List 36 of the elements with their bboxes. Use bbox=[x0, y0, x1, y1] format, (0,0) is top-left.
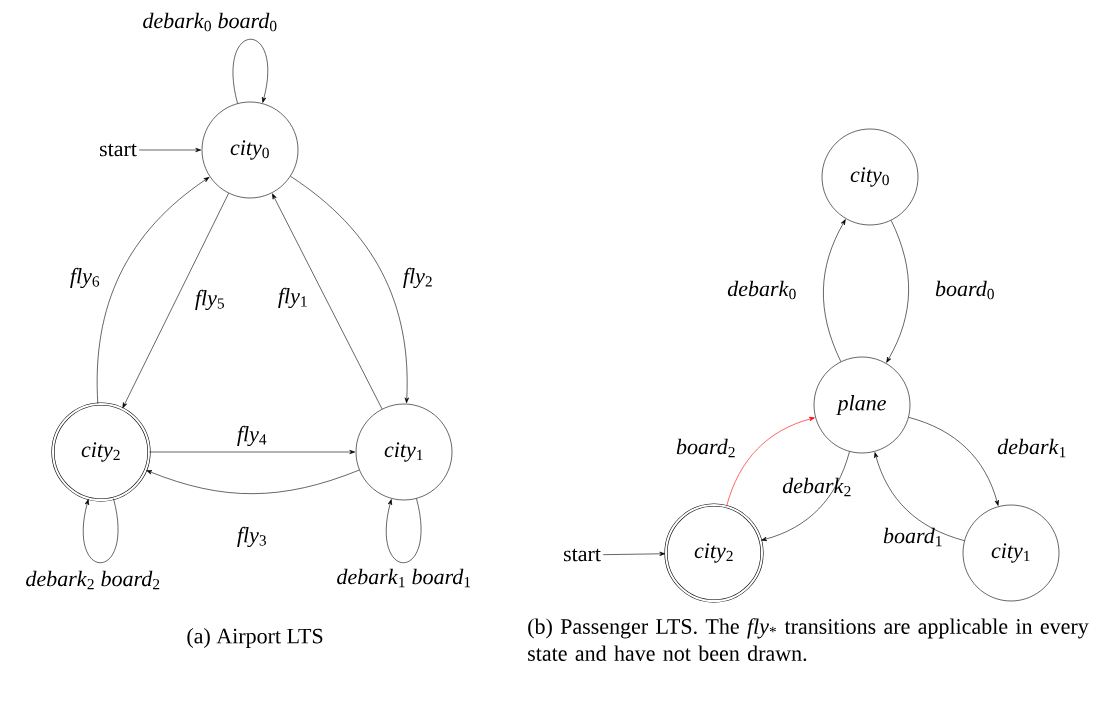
start-label: start bbox=[100, 143, 137, 157]
arrow bbox=[761, 451, 850, 541]
arrow bbox=[272, 193, 383, 410]
arrow bbox=[874, 452, 965, 541]
arrow bbox=[602, 551, 666, 556]
loop-arrow bbox=[83, 498, 119, 564]
edge-label: debark$_{1}$ bbox=[997, 438, 1066, 458]
arrow bbox=[96, 177, 210, 405]
arrow bbox=[122, 193, 229, 409]
edge-label: fly$_{3}$ bbox=[237, 526, 266, 548]
edge-label: debark$_{0}$ board$_{0}$ bbox=[143, 12, 277, 32]
arrow bbox=[149, 449, 356, 455]
arrow bbox=[908, 417, 999, 506]
edge-label: board$_{2}$ bbox=[676, 438, 735, 458]
edge-label: board$_{0}$ bbox=[935, 280, 994, 300]
edge-label: debark$_{0}$ bbox=[727, 280, 796, 300]
edge-label: fly$_{5}$ bbox=[195, 289, 224, 311]
loop-arrow bbox=[386, 498, 422, 564]
edge-label: fly$_{2}$ bbox=[403, 267, 432, 289]
loop-arrow bbox=[232, 38, 268, 104]
edge-label: fly$_{4}$ bbox=[237, 425, 267, 447]
edge-label: debark$_{2}$ bbox=[782, 477, 851, 497]
arrow bbox=[823, 219, 846, 362]
edge-label: debark$_{2}$ board$_{2}$ bbox=[26, 570, 160, 590]
edge-label: fly$_{1}$ bbox=[278, 287, 307, 309]
edge-label: debark$_{1}$ board$_{1}$ bbox=[337, 568, 471, 588]
edge-label: fly$_{6}$ bbox=[70, 267, 100, 289]
edge-label: board$_{1}$ bbox=[883, 527, 942, 547]
arrow bbox=[886, 220, 909, 363]
start-label: start bbox=[564, 548, 601, 562]
arrow bbox=[138, 147, 202, 153]
arrow bbox=[290, 176, 409, 404]
arrow bbox=[146, 469, 360, 494]
caption: (b) Passenger LTS. The fly$_{*}$ transitions are applicable in every state and have not been drawn. bbox=[528, 618, 1089, 661]
caption: (a) Airport LTS bbox=[187, 628, 323, 648]
arrow bbox=[726, 416, 815, 507]
